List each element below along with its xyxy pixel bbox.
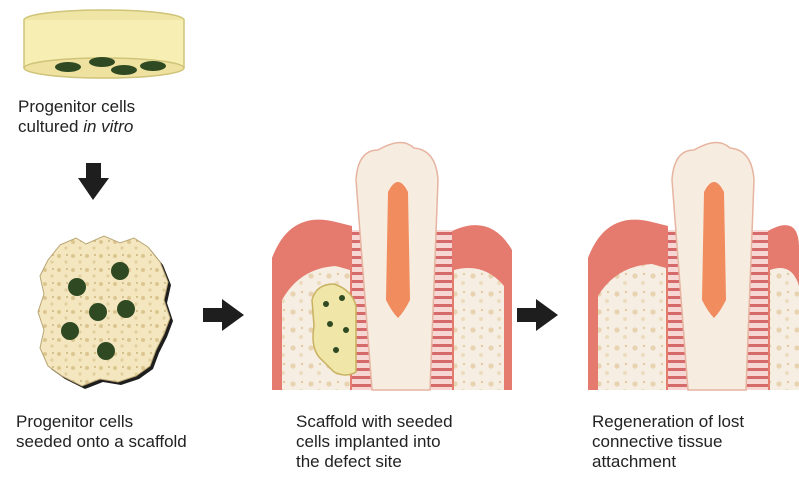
label-regeneration-line-1: Regeneration of lost [592, 412, 744, 432]
label-culture-line-2: cultured in vitro [18, 117, 135, 137]
label-regeneration-line-2: connective tissue [592, 432, 744, 452]
label-implant-line-3: the defect site [296, 452, 453, 472]
tooth-regenerated [588, 142, 799, 390]
label-regeneration-line-3: attachment [592, 452, 744, 472]
label-culture-line-1: Progenitor cells [18, 97, 135, 117]
label-scaffold-line-1: Progenitor cells [16, 412, 187, 432]
down-arrow-icon [78, 163, 109, 200]
label-regeneration: Regeneration of lost connective tissue a… [592, 412, 744, 472]
label-implant-line-2: cells implanted into [296, 432, 453, 452]
label-culture-italic: in vitro [83, 117, 133, 136]
label-culture: Progenitor cells cultured in vitro [18, 97, 135, 137]
tooth-with-defect [272, 142, 512, 390]
right-arrow-icon [517, 299, 558, 331]
label-scaffold-line-2: seeded onto a scaffold [16, 432, 187, 452]
right-arrow-icon [203, 299, 244, 331]
label-culture-prefix: cultured [18, 117, 83, 136]
label-scaffold: Progenitor cells seeded onto a scaffold [16, 412, 187, 452]
label-implant: Scaffold with seeded cells implanted int… [296, 412, 453, 472]
label-implant-line-1: Scaffold with seeded [296, 412, 453, 432]
